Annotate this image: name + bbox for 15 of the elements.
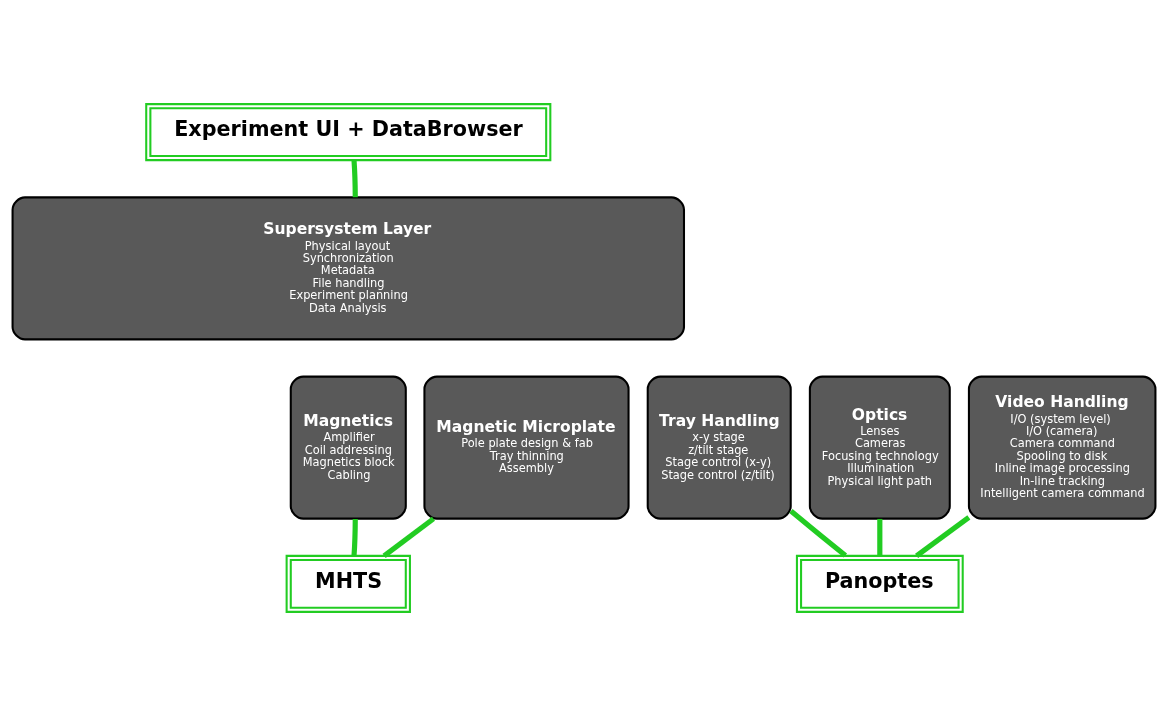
node-box: Magnetics Amplifier Coil addressing Magnetics block Cabling — [289, 375, 407, 520]
connector — [382, 516, 436, 558]
node-box: Magnetic Microplate Pole plate design & fab Tray thinning Assembly — [423, 375, 630, 520]
connector — [915, 514, 971, 558]
connector — [789, 508, 848, 558]
node-box: MHTS — [285, 554, 411, 613]
node-box: Video Handling I/O (system level) I/O (camera) Camera command Spooling to disk Inline image processing In-line tracking Intelligent camera command — [967, 375, 1157, 520]
node-box: Supersystem Layer Physical layout Synchronization Metadata File handling Experiment planning Data Analysis — [11, 195, 686, 340]
connector — [351, 518, 358, 556]
node-box: Tray Handling x-y stage z/tilt stage Stage control (x-y) Stage control (z/tilt) — [646, 375, 792, 520]
node-box: Optics Lenses Cameras Focusing technology Illumination Physical light path — [808, 375, 951, 520]
node-box: Experiment UI + DataBrowser — [145, 102, 552, 161]
connector — [351, 159, 358, 197]
connector — [877, 518, 883, 556]
node-box: Panoptes — [795, 554, 964, 613]
